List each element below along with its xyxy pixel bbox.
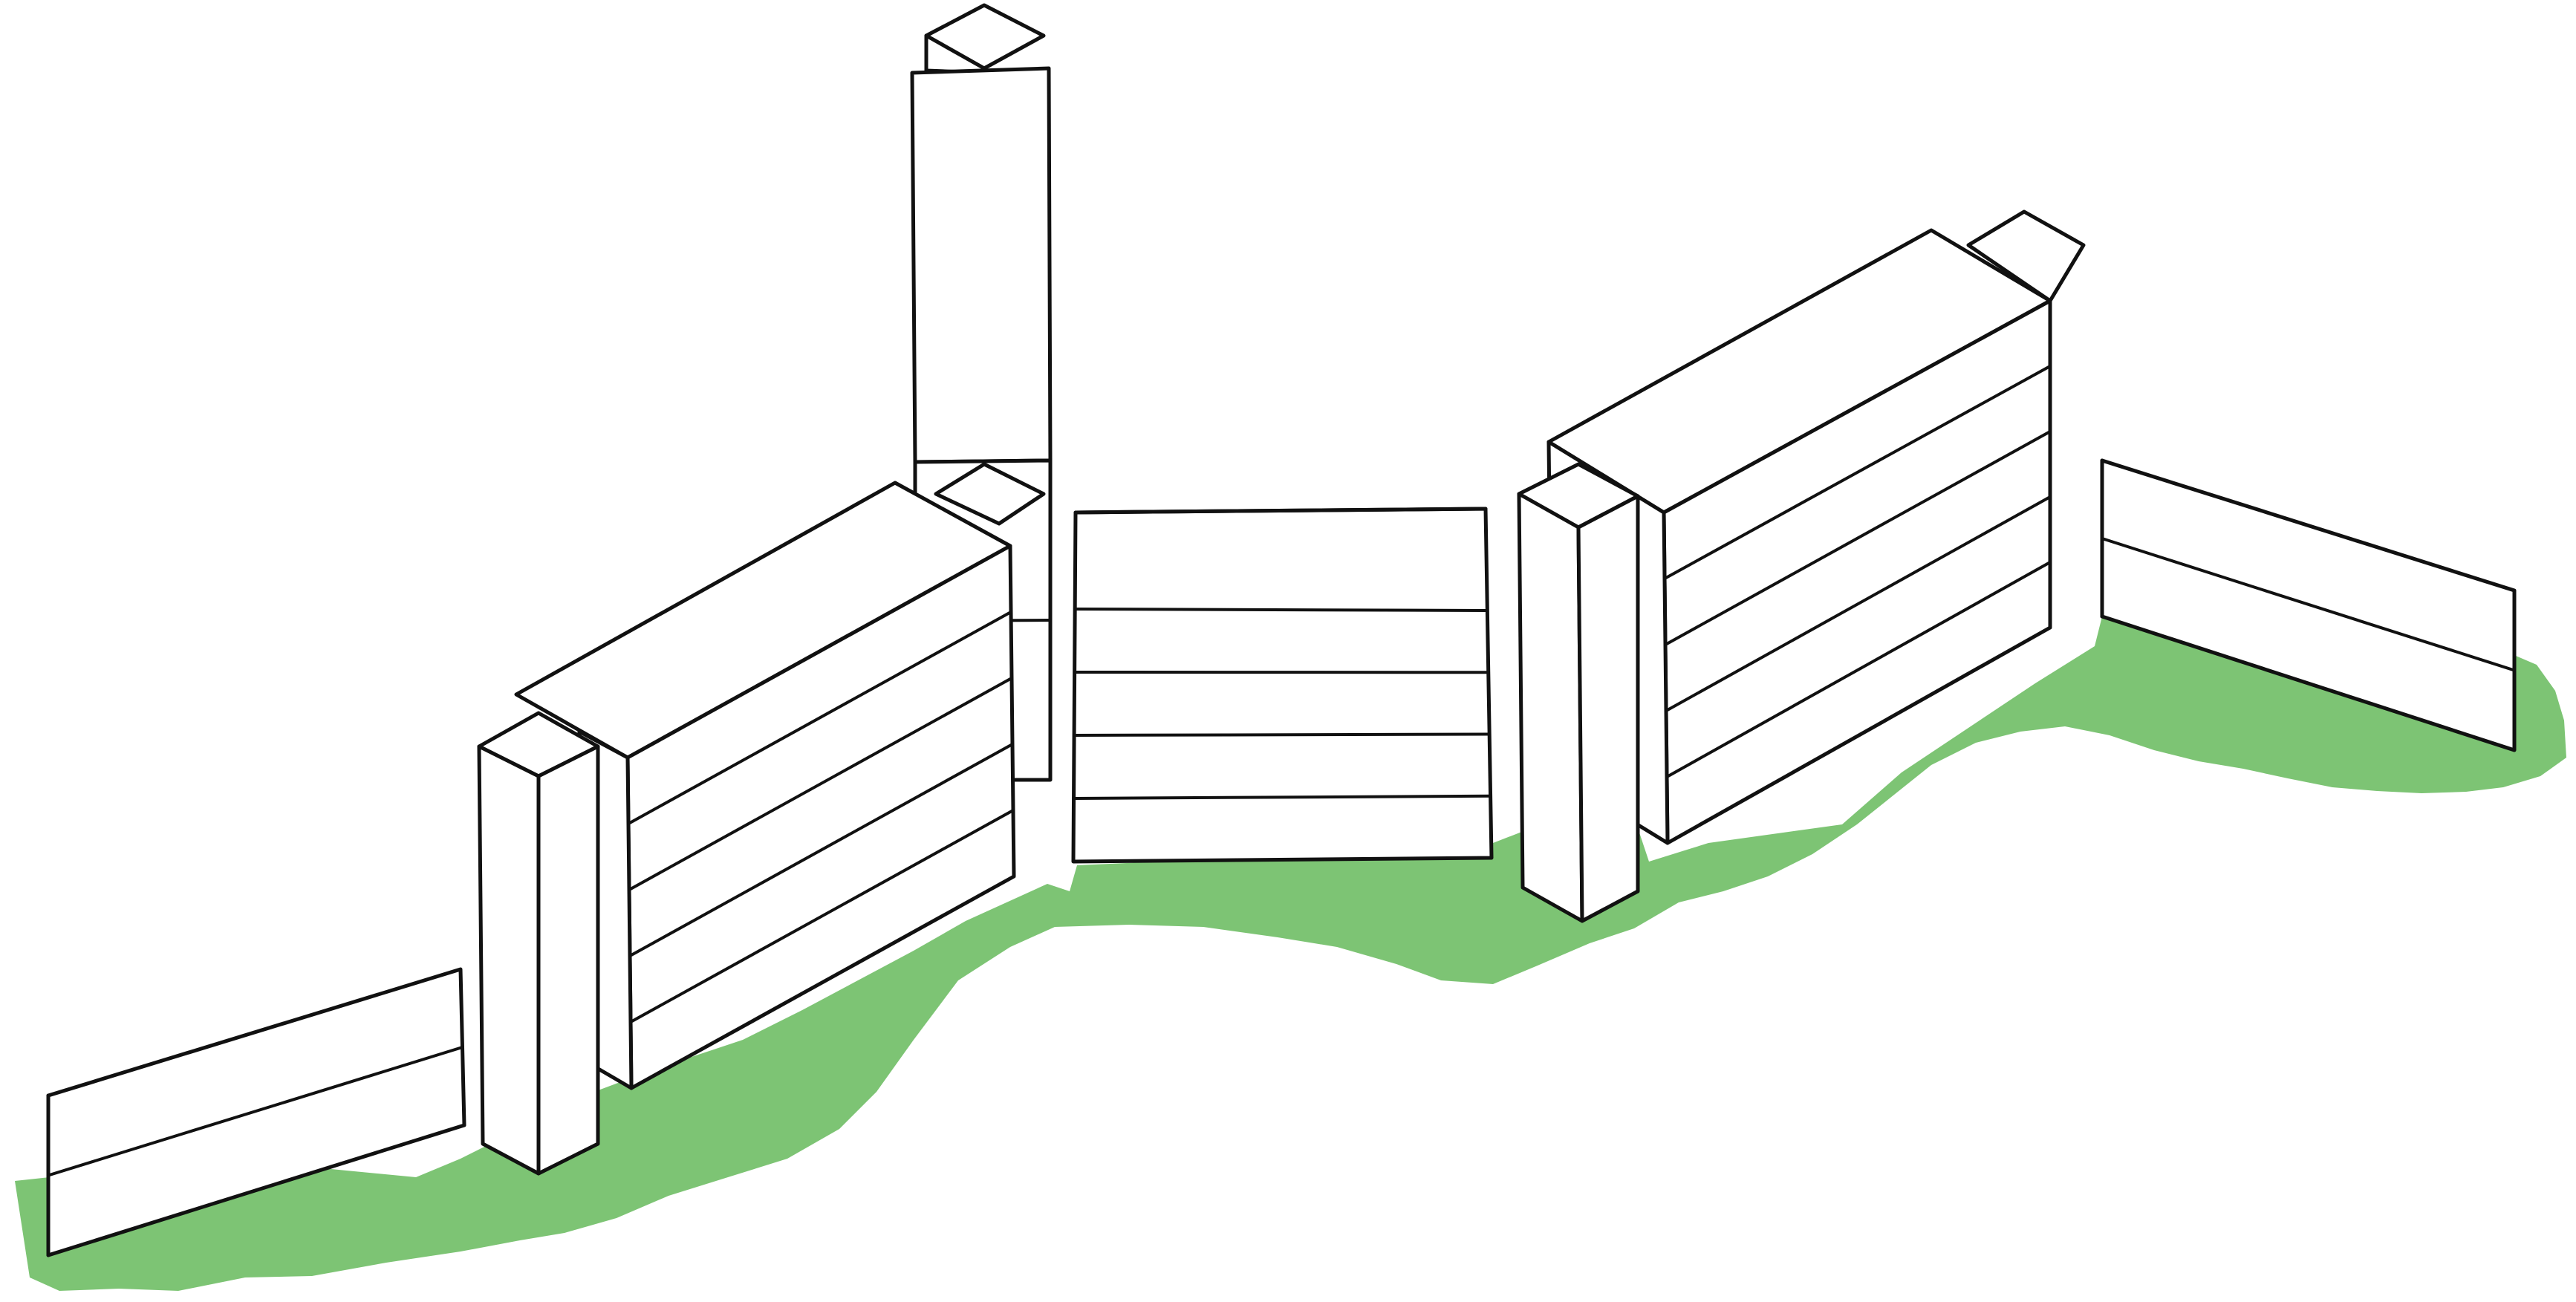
stair-core-right-front bbox=[1578, 496, 1638, 921]
slab-block-center-floor-line bbox=[1075, 735, 1489, 736]
buildings-group bbox=[48, 5, 2514, 1255]
stair-core-left-side bbox=[479, 746, 539, 1174]
slab-block-center-facade bbox=[1073, 509, 1492, 862]
stair-core-left-front bbox=[539, 746, 598, 1174]
slab-block-center-floor-line bbox=[1076, 609, 1486, 611]
stair-core-right-side bbox=[1519, 494, 1582, 921]
tower-shaft bbox=[912, 68, 1050, 462]
